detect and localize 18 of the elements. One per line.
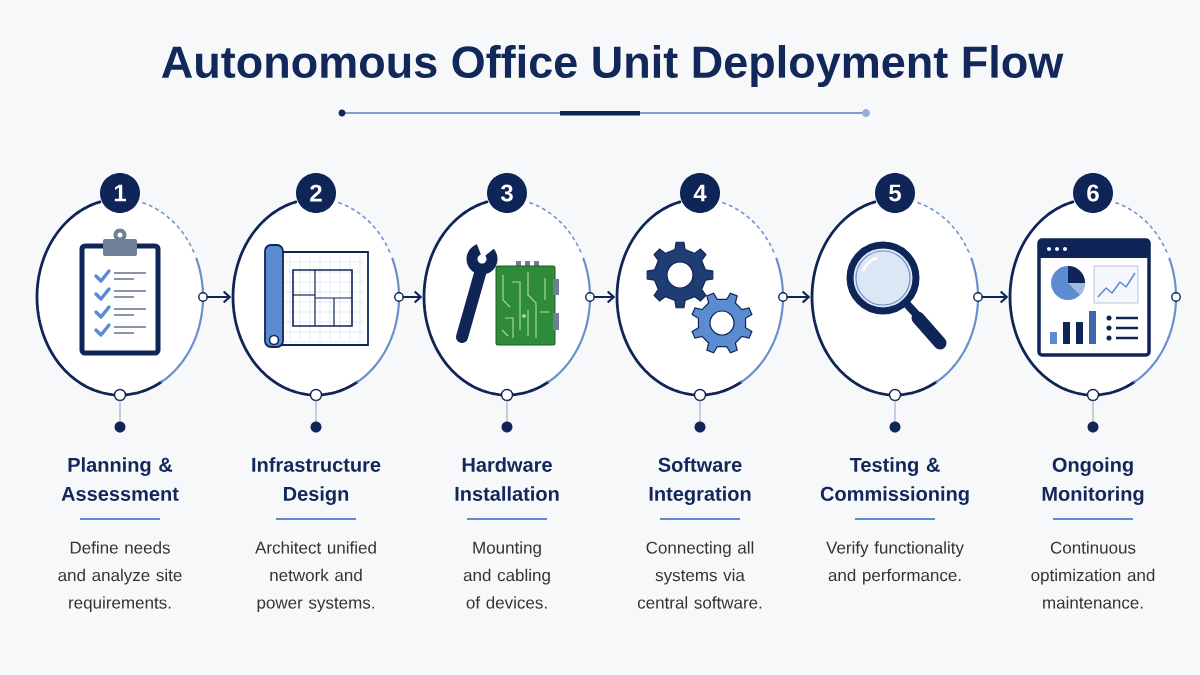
step-title: Planning & Assessment xyxy=(61,457,179,501)
step-description: Connecting all systems via central software. xyxy=(637,541,762,609)
step-description: Mounting and cabling of devices. xyxy=(463,541,550,609)
step-description: Define needs and analyze site requirements. xyxy=(58,541,182,613)
step-description: Verify functionality and performance. xyxy=(826,541,964,585)
title: Autonomous Office Unit Deployment Flow xyxy=(161,45,1064,87)
arrow xyxy=(402,290,423,304)
step-title: Hardware Installation xyxy=(455,457,559,501)
step-title: Infrastructure Design xyxy=(252,457,381,505)
arrow xyxy=(593,290,616,304)
step-title: Testing & Commissioning xyxy=(820,457,969,505)
arrow xyxy=(981,290,1009,304)
step-title: Ongoing Monitoring xyxy=(1042,457,1144,505)
step-description: Continuous optimization and maintenance. xyxy=(1031,541,1155,609)
arrow xyxy=(786,290,811,304)
step-title: Software Integration xyxy=(649,457,751,505)
step-description: Architect unified network and power systems. xyxy=(255,541,376,613)
arrow xyxy=(206,290,232,304)
